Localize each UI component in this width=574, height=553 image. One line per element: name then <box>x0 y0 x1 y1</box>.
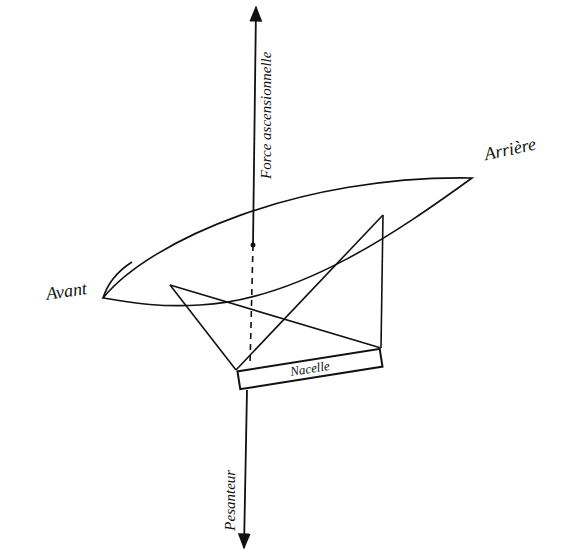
suspension-line <box>381 215 383 348</box>
force-label: Force ascensionnelle <box>259 51 276 178</box>
suspension-line <box>170 285 236 370</box>
envelope-tip <box>103 262 132 298</box>
weight-force-arrow <box>244 390 247 548</box>
force-axis-dashed <box>250 245 253 366</box>
suspension-line <box>170 285 381 348</box>
force-label: Pesanteur <box>222 470 239 531</box>
gondola-box: Nacelle <box>236 348 383 391</box>
gondola-label: Nacelle <box>289 359 330 379</box>
envelope-outline <box>103 178 472 306</box>
suspension-line <box>236 215 383 370</box>
end-label: Arrière <box>482 135 537 165</box>
spacer <box>170 215 383 285</box>
end-label: Avant <box>44 279 87 304</box>
application-point <box>251 243 256 248</box>
lift-force-arrow <box>253 7 256 245</box>
